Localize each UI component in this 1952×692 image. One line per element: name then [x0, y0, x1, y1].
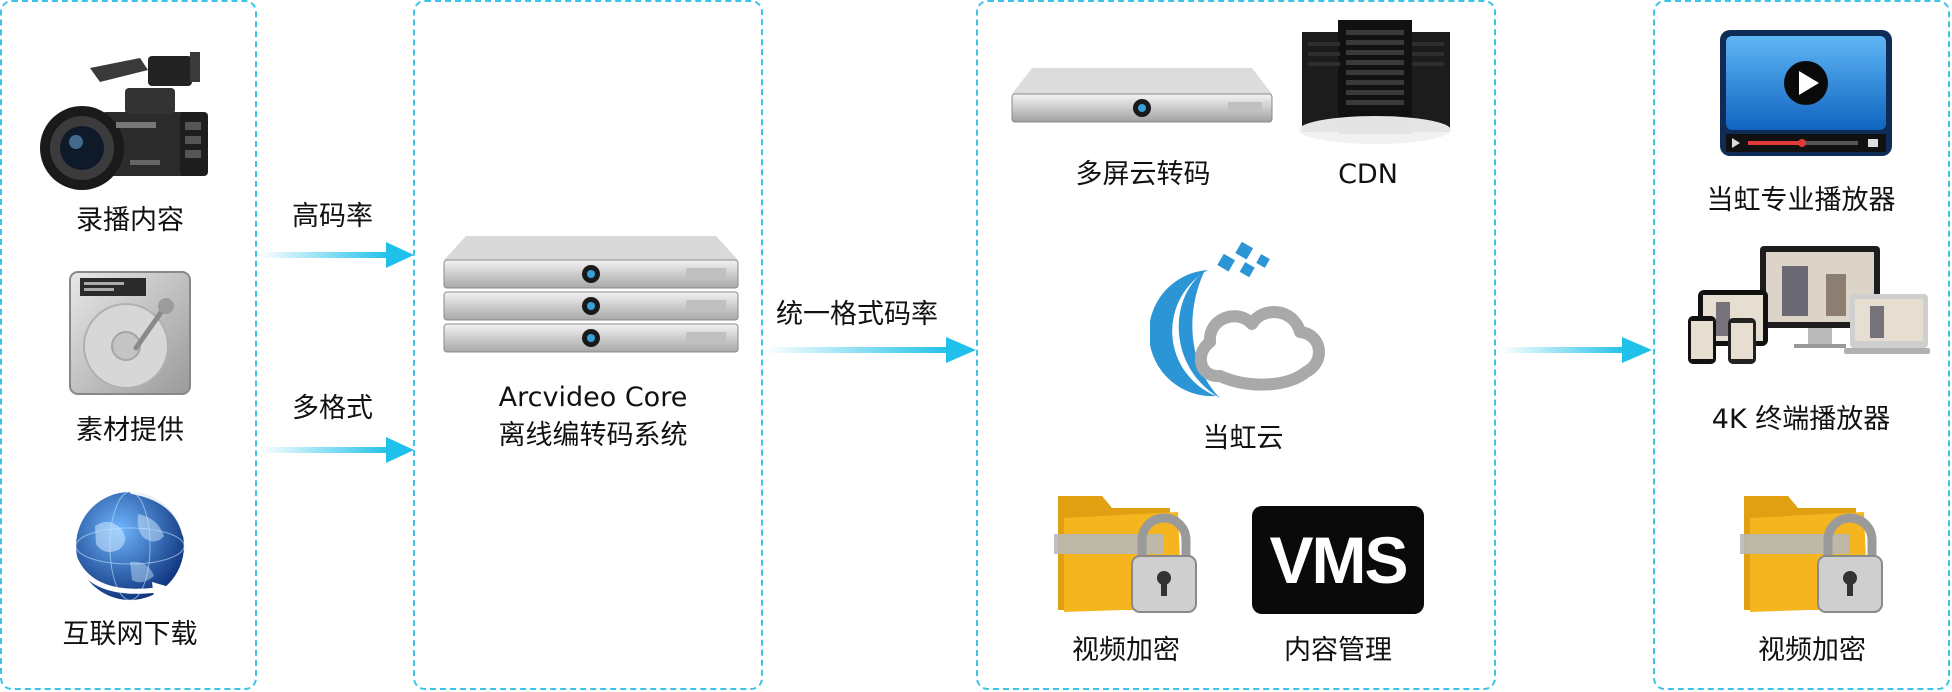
arrow-unified	[764, 337, 976, 363]
core-title: Arcvideo Core	[498, 382, 688, 413]
source-label-material: 素材提供	[76, 415, 184, 446]
hard-drive-icon	[69, 271, 191, 395]
arrow-to-players	[1500, 337, 1652, 363]
cdn-rack-icon	[1299, 20, 1451, 144]
player-encrypt-label: 视频加密	[1758, 635, 1866, 666]
server-stack-icon	[443, 236, 739, 353]
multi-device-icon	[1688, 246, 1930, 364]
arrow-label-unified: 统一格式码率	[776, 299, 938, 330]
transcode-server-icon	[1011, 68, 1273, 123]
core-panel	[413, 0, 763, 690]
transcode-label: 多屏云转码	[1075, 159, 1211, 190]
sources-panel	[0, 0, 257, 690]
core-subtitle: 离线编转码系统	[498, 420, 688, 451]
encrypted-folder-icon	[1054, 496, 1197, 613]
arrow-label-high-bitrate: 高码率	[292, 201, 373, 232]
source-label-internet: 互联网下载	[62, 619, 198, 650]
arrow-high-bitrate	[258, 242, 414, 268]
content-management-label: 内容管理	[1284, 635, 1392, 666]
globe-icon	[71, 490, 186, 601]
vms-logo-text: VMS	[1269, 523, 1408, 597]
cloud-panel	[976, 0, 1496, 690]
pro-player-label: 当虹专业播放器	[1706, 185, 1896, 216]
cloud-encrypt-label: 视频加密	[1072, 635, 1180, 666]
source-label-recorded: 录播内容	[76, 205, 184, 236]
vms-logo-icon: VMS	[1252, 506, 1424, 614]
cdn-label: CDN	[1338, 159, 1398, 190]
arrow-label-multi-format: 多格式	[292, 393, 373, 424]
players-panel	[1653, 0, 1950, 690]
video-camera-icon	[40, 52, 208, 190]
terminal-player-label: 4K 终端播放器	[1711, 404, 1891, 435]
cloud-logo-icon	[1150, 241, 1325, 398]
player-encrypted-folder-icon	[1740, 496, 1883, 613]
media-player-icon	[1720, 30, 1892, 156]
arrow-multi-format	[258, 437, 414, 463]
cloud-label: 当虹云	[1202, 423, 1284, 454]
